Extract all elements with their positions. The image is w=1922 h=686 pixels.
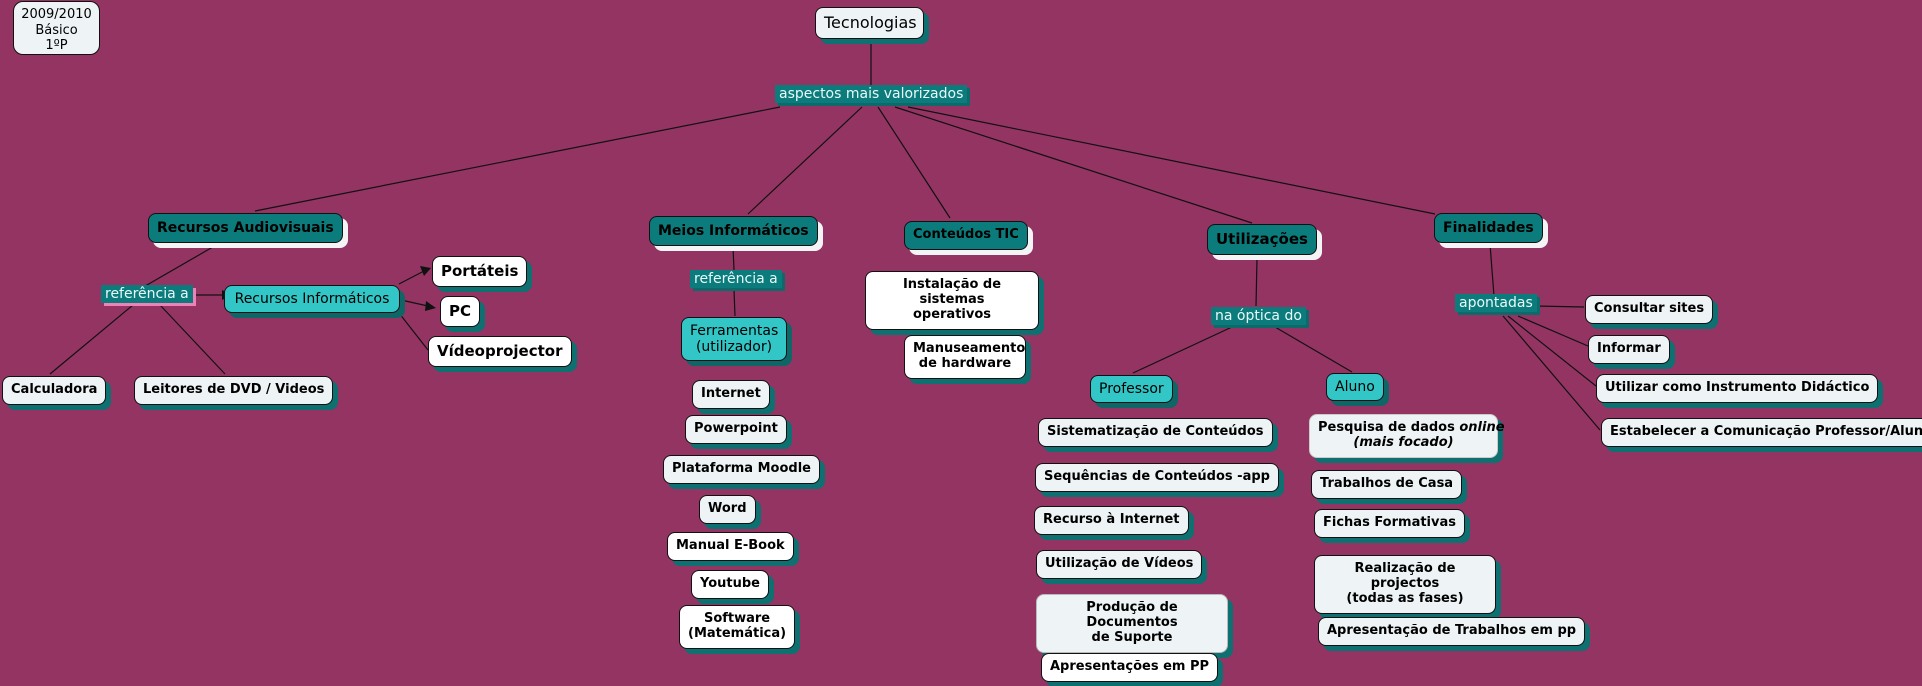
professor-item[interactable]: Apresentações em PP <box>1041 653 1219 682</box>
aluno-item[interactable]: Trabalhos de Casa <box>1311 470 1463 499</box>
tool-item[interactable]: Internet <box>692 380 770 409</box>
node-portateis[interactable]: Portáteis <box>432 256 528 288</box>
tool-item[interactable]: Plataforma Moodle <box>663 455 820 484</box>
aluno-item[interactable]: Pesquisa de dados online (mais focado) <box>1309 414 1505 458</box>
meta-period: 1ºP <box>45 38 68 54</box>
tool-item[interactable]: Youtube <box>691 570 769 599</box>
root-link-label: aspectos mais valorizados <box>775 85 968 103</box>
tool-item[interactable]: Manual E-Book <box>667 532 794 561</box>
finalidade-item[interactable]: Informar <box>1588 335 1670 364</box>
aluno-item-text-a: Pesquisa de dados online <box>1318 420 1505 435</box>
link-utilizacoes <box>894 106 1253 224</box>
meios-link-label: referência a <box>690 270 782 288</box>
arrowhead <box>420 266 431 276</box>
conteudos-item[interactable]: Manuseamento de hardware <box>904 335 1026 379</box>
link-finalidades <box>907 106 1436 215</box>
node-calculadora[interactable]: Calculadora <box>2 376 107 405</box>
tool-item[interactable]: Word <box>699 495 756 524</box>
meta-info-box: 2009/2010 Básico 1ºP <box>13 1 100 55</box>
node-leitores-dvd[interactable]: Leitores de DVD / Videos <box>134 376 334 405</box>
link-conteudos <box>877 106 951 219</box>
meta-year: 2009/2010 <box>21 7 92 22</box>
audiovisual-link-label: referência a <box>101 285 193 303</box>
link-meios <box>747 106 863 215</box>
aluno-item[interactable]: Apresentação de Trabalhos em pp <box>1318 617 1586 646</box>
finalidade-item[interactable]: Consultar sites <box>1585 295 1714 324</box>
node-professor[interactable]: Professor <box>1090 375 1173 404</box>
arrowhead <box>425 301 436 311</box>
node-finalidades[interactable]: Finalidades <box>1434 213 1543 244</box>
node-meios-informaticos[interactable]: Meios Informáticos <box>649 216 818 247</box>
professor-item[interactable]: Utilização de Vídeos <box>1036 550 1203 579</box>
aluno-item[interactable]: Fichas Formativas <box>1314 509 1466 538</box>
node-utilizacoes[interactable]: Utilizações <box>1207 224 1317 256</box>
tool-item[interactable]: Software (Matemática) <box>679 605 796 649</box>
aluno-item-text-b: (mais focado) <box>1353 434 1454 450</box>
finalidade-item[interactable]: Utilizar como Instrumento Didáctico <box>1596 374 1879 403</box>
professor-item[interactable]: Recurso à Internet <box>1034 506 1189 535</box>
finalidades-link-label: apontadas <box>1455 294 1537 312</box>
aluno-item[interactable]: Realização de projectos (todas as fases) <box>1314 555 1496 614</box>
professor-item[interactable]: Sistematização de Conteúdos <box>1038 418 1273 447</box>
meta-level: Básico <box>35 22 78 38</box>
professor-item[interactable]: Sequências de Conteúdos -app <box>1035 463 1279 492</box>
link-audiovisual <box>254 106 781 212</box>
utilizacoes-link-label: na óptica do <box>1211 307 1306 325</box>
conteudos-item[interactable]: Instalação de sistemas operativos <box>865 271 1039 330</box>
node-ferramentas[interactable]: Ferramentas (utilizador) <box>681 317 787 362</box>
root-node[interactable]: Tecnologias <box>815 7 924 40</box>
node-pc[interactable]: PC <box>440 296 481 328</box>
node-videoprojector[interactable]: Vídeoprojector <box>428 336 572 368</box>
node-recursos-informaticos[interactable]: Recursos Informáticos <box>224 285 400 314</box>
node-conteudos-tic[interactable]: Conteúdos TIC <box>904 221 1028 250</box>
professor-item[interactable]: Produção de Documentos de Suporte <box>1036 594 1228 653</box>
node-recursos-audiovisuais[interactable]: Recursos Audiovisuais <box>148 213 343 244</box>
tool-item[interactable]: Powerpoint <box>685 415 787 444</box>
finalidade-item[interactable]: Estabelecer a Comunicação Professor/Alun… <box>1601 418 1922 447</box>
node-aluno[interactable]: Aluno <box>1326 373 1384 402</box>
